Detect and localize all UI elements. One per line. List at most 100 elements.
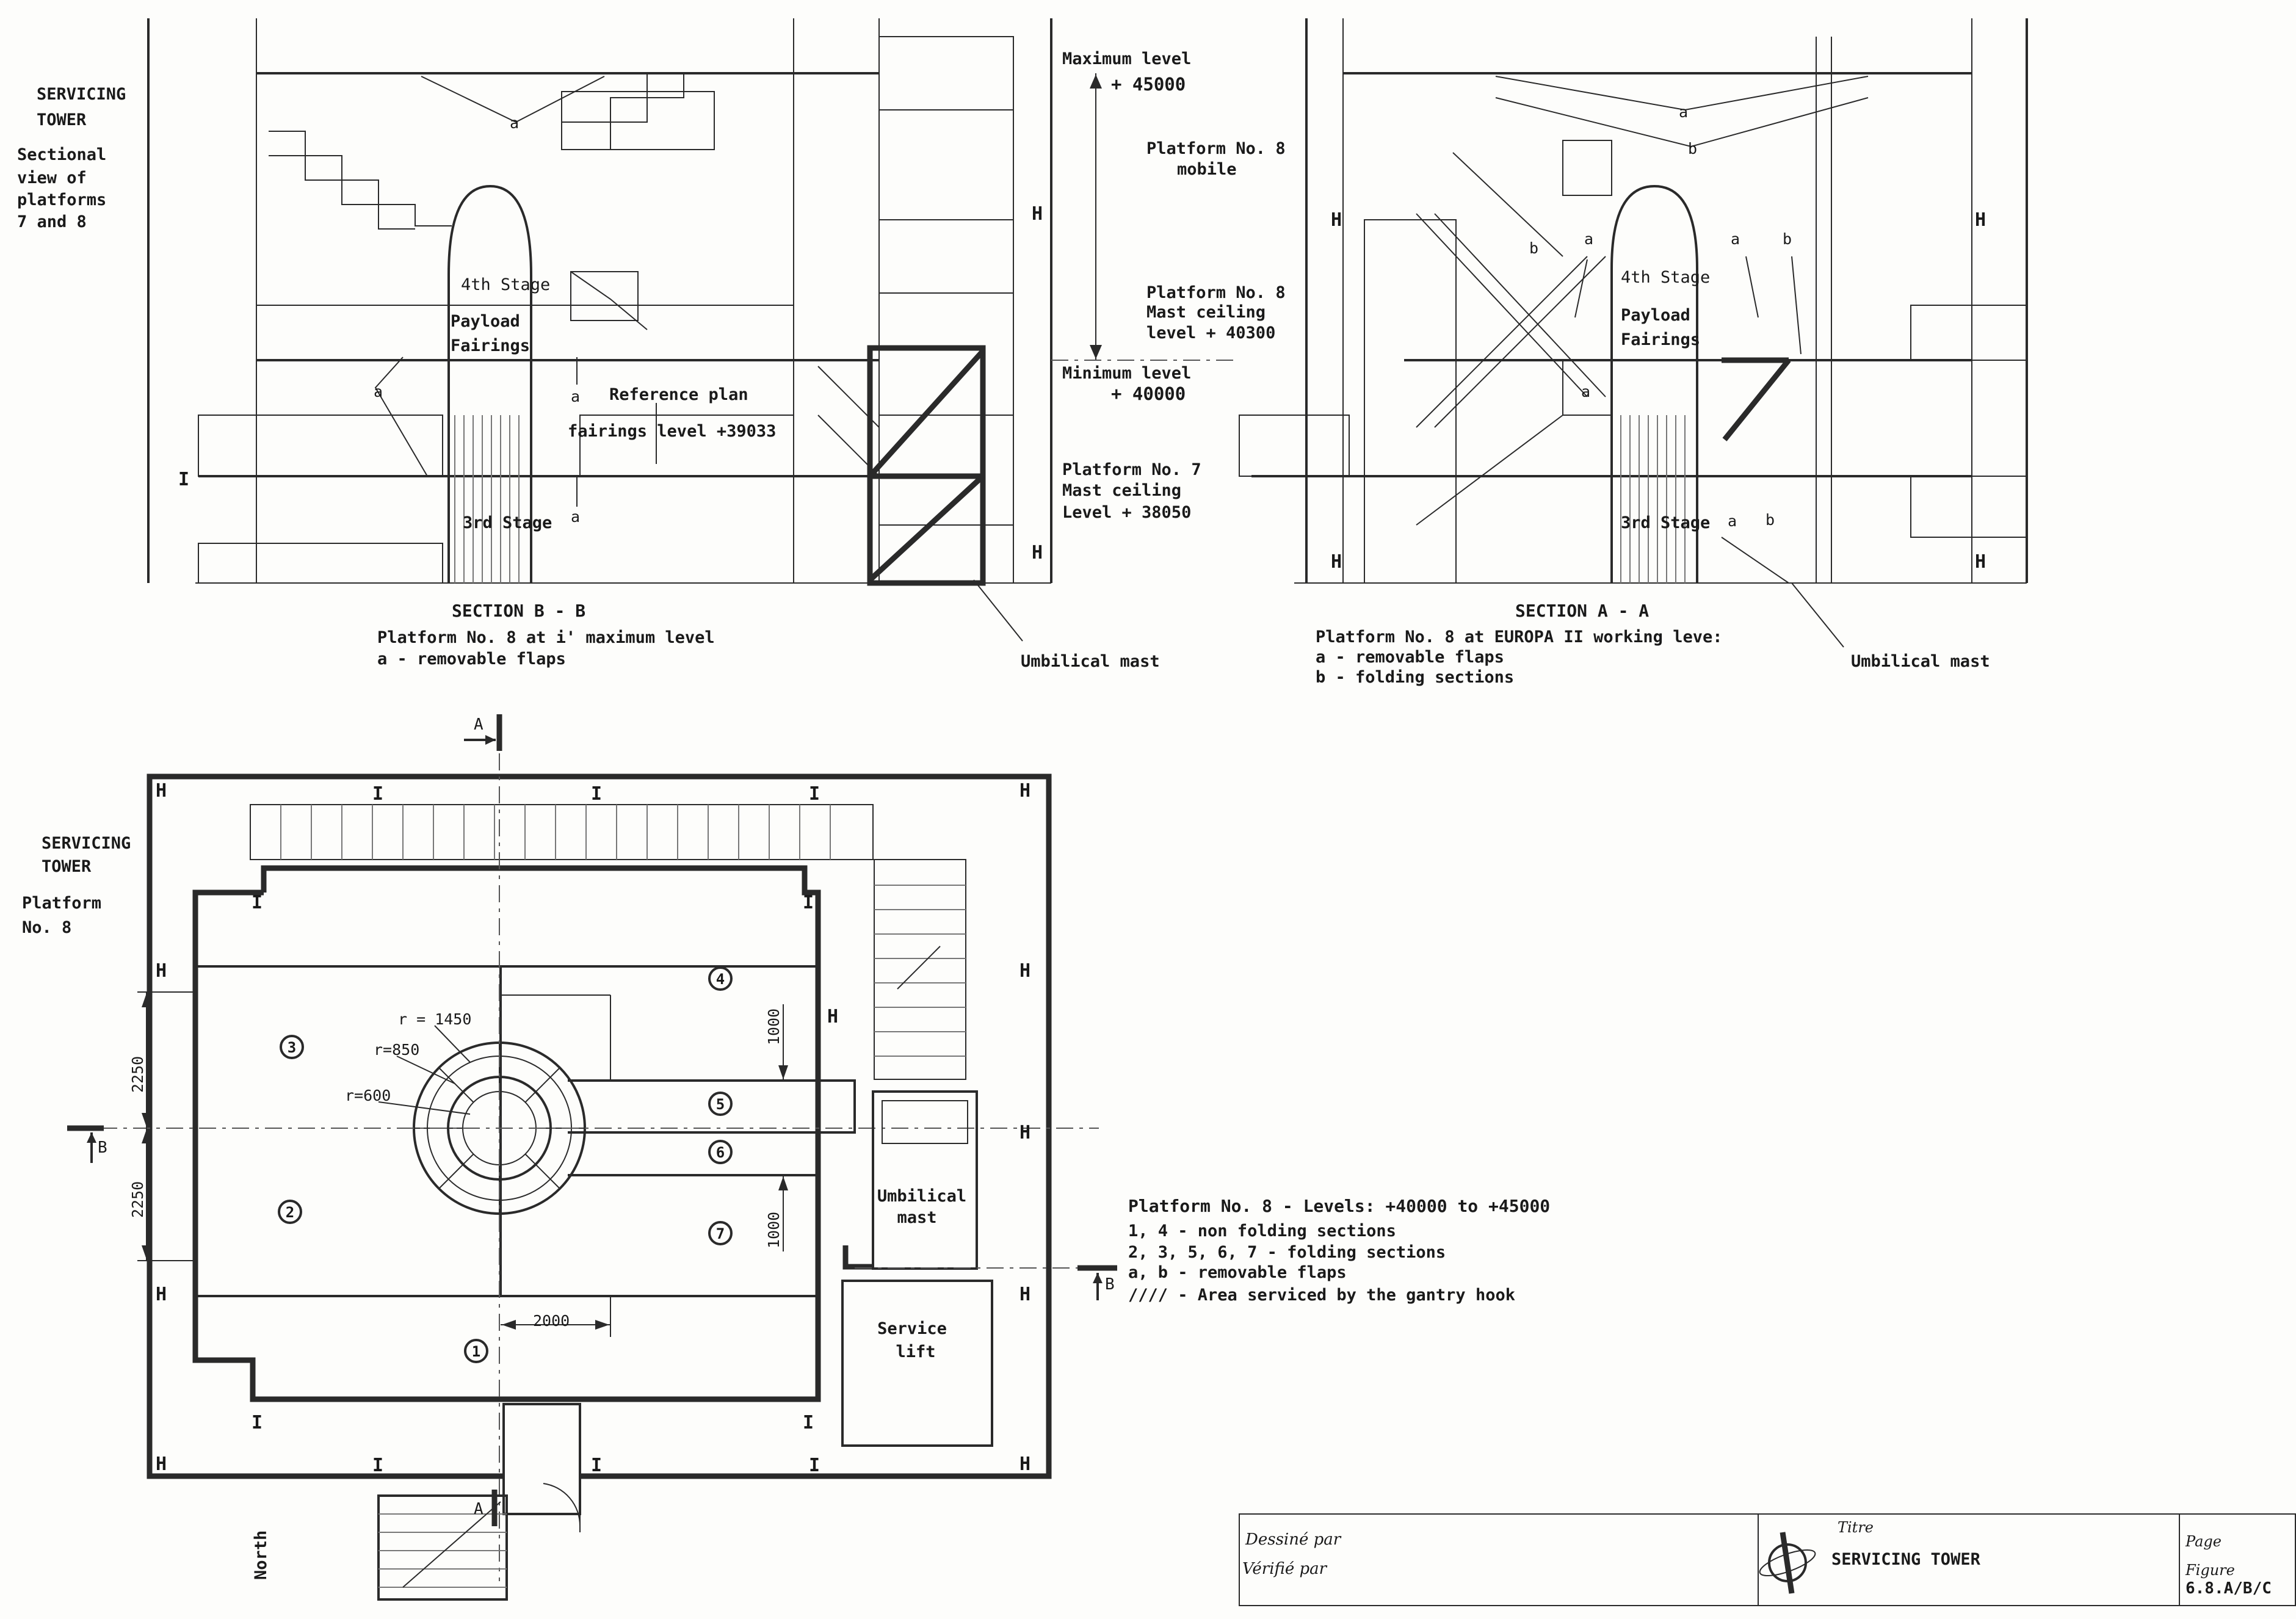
zone-marker-5: 5 xyxy=(708,1092,733,1116)
third-stage-hatching-aa xyxy=(1620,415,1686,583)
reference-level-label: fairings level +39033 xyxy=(568,422,776,441)
caption-desc-line3: platforms xyxy=(17,190,106,209)
stage3-label-aa: 3rd Stage xyxy=(1621,513,1710,532)
dim-2000: 2000 xyxy=(533,1312,570,1330)
bottom-stair-treads xyxy=(378,1513,507,1588)
top-left-caption: SERVICING TOWER Sectional view of platfo… xyxy=(17,85,126,231)
plan-sub-line2: No. 8 xyxy=(22,918,71,937)
p7-line3: Level + 38050 xyxy=(1062,503,1191,522)
caption-desc-line1: Sectional xyxy=(17,145,106,164)
checked-by-label: Vérifié par xyxy=(1242,1560,1328,1578)
p7-line1: Platform No. 7 xyxy=(1062,460,1201,479)
i-marker: I xyxy=(591,783,602,805)
max-level-value: + 45000 xyxy=(1111,74,1186,95)
i-marker: H xyxy=(1032,203,1043,225)
legend-title: Platform No. 8 - Levels: +40000 to +4500… xyxy=(1128,1196,1550,1216)
flap-label-a: a xyxy=(571,508,580,526)
caption-title-line2: TOWER xyxy=(37,110,87,129)
section-aa-sub2: a - removable flaps xyxy=(1316,648,1504,667)
legend-line4: //// - Area serviced by the gantry hook xyxy=(1128,1286,1515,1305)
zone-marker-6: 6 xyxy=(708,1140,733,1164)
plan-view: H I I I H H H H I I I H H H H H I I I I … xyxy=(67,714,1117,1601)
fairings-label-bb: Fairings xyxy=(451,336,530,355)
drawing-title: SERVICING TOWER xyxy=(1831,1550,1981,1569)
dim-2250-upper: 2250 xyxy=(129,1056,147,1093)
zone-number: 1 xyxy=(472,1343,480,1360)
flap-label-a: a xyxy=(1584,230,1593,248)
umbilical-mast-room-line1: Umbilical xyxy=(877,1187,966,1206)
legend-line1: 1, 4 - non folding sections xyxy=(1128,1222,1396,1241)
p8-ceiling-line3: level + 40300 xyxy=(1146,324,1275,342)
section-aa-sub1: Platform No. 8 at EUROPA II working leve… xyxy=(1316,628,1722,647)
i-marker: H xyxy=(1019,1454,1030,1475)
i-marker: H xyxy=(1032,542,1043,563)
umbilical-mast-label-bb: Umbilical mast xyxy=(1021,652,1160,671)
zone-number: 3 xyxy=(288,1039,296,1056)
legend: Platform No. 8 - Levels: +40000 to +4500… xyxy=(1128,1196,1550,1305)
section-aa-title: SECTION A - A xyxy=(1515,601,1649,621)
i-marker: H xyxy=(1975,209,1986,231)
stage3-label-bb: 3rd Stage xyxy=(463,513,552,532)
zone-number: 4 xyxy=(716,971,725,988)
zone-marker-3: 3 xyxy=(280,1035,304,1059)
flap-label-a: a xyxy=(374,383,383,400)
min-level-label: Minimum level xyxy=(1062,364,1191,383)
north-label: North xyxy=(252,1530,270,1580)
flap-label-a: a xyxy=(1581,383,1590,400)
zone-number: 7 xyxy=(716,1225,725,1242)
section-cut-label: A xyxy=(474,1500,483,1518)
i-marker: I xyxy=(809,783,820,805)
p8-ceiling-line1: Platform No. 8 xyxy=(1146,283,1286,302)
zone-number: 2 xyxy=(286,1204,294,1221)
radius-label-600: r=600 xyxy=(345,1087,391,1104)
flap-label-a: a xyxy=(1679,103,1688,121)
dim-1000-lower: 1000 xyxy=(765,1212,783,1248)
section-bb-sub2: a - removable flaps xyxy=(377,650,566,668)
service-lift-line2: lift xyxy=(896,1342,935,1361)
p8-mobile-line1: Platform No. 8 xyxy=(1146,139,1286,158)
i-marker: H xyxy=(1019,960,1030,982)
i-marker: I xyxy=(372,783,383,805)
stage4-label-aa: 4th Stage xyxy=(1621,268,1710,287)
p8-ceiling-line2: Mast ceiling xyxy=(1146,303,1266,322)
section-bb-title: SECTION B - B xyxy=(452,601,585,621)
umbilical-mast-room-line2: mast xyxy=(897,1208,936,1227)
section-bb-caption: SECTION B - B Platform No. 8 at i' maxim… xyxy=(377,601,1160,671)
fold-label-b: b xyxy=(1765,511,1775,529)
top-stair-treads xyxy=(280,805,831,860)
page-label: Page xyxy=(2185,1533,2222,1550)
level-annotations: Maximum level + 45000 Platform No. 8 mob… xyxy=(1051,49,1286,522)
service-lift-line1: Service xyxy=(877,1319,947,1338)
payload-label-aa: Payload xyxy=(1621,306,1690,325)
umbilical-mast-label-aa: Umbilical mast xyxy=(1851,652,1990,671)
caption-desc-line2: view of xyxy=(17,168,87,187)
dim-1000-upper: 1000 xyxy=(765,1009,783,1045)
flap-label-a: a xyxy=(1728,512,1737,530)
radius-label-850: r=850 xyxy=(374,1041,419,1059)
plan-caption: SERVICING TOWER Platform No. 8 xyxy=(22,834,131,937)
fold-label-b: b xyxy=(1529,239,1538,257)
zone-number: 5 xyxy=(716,1096,725,1113)
zone-marker-4: 4 xyxy=(708,966,733,991)
i-marker: H xyxy=(156,960,167,982)
zone-number: 6 xyxy=(716,1144,725,1161)
p8-mobile-line2: mobile xyxy=(1177,160,1237,179)
section-cut-b-right: B xyxy=(1077,1265,1117,1300)
zone-marker-2: 2 xyxy=(278,1200,302,1224)
i-marker: H xyxy=(1019,1284,1030,1305)
section-bb-sub1: Platform No. 8 at i' maximum level xyxy=(377,628,715,647)
flap-label-a: a xyxy=(1731,230,1740,248)
section-aa-sub3: b - folding sections xyxy=(1316,668,1514,687)
caption-title-line1: SERVICING xyxy=(37,85,126,104)
i-marker: I xyxy=(803,1412,814,1433)
plan-title-line2: TOWER xyxy=(42,857,92,876)
drawn-by-label: Dessiné par xyxy=(1245,1530,1342,1549)
p7-line2: Mast ceiling xyxy=(1062,481,1181,500)
section-aa-caption: SECTION A - A Platform No. 8 at EUROPA I… xyxy=(1316,601,1990,687)
titre-label: Titre xyxy=(1838,1519,1874,1536)
fold-label-b: b xyxy=(1688,140,1697,158)
flap-label-a: a xyxy=(571,388,580,405)
legend-line3: a, b - removable flaps xyxy=(1128,1263,1347,1282)
section-cut-label: B xyxy=(1105,1275,1115,1294)
i-marker: H xyxy=(1331,209,1342,231)
